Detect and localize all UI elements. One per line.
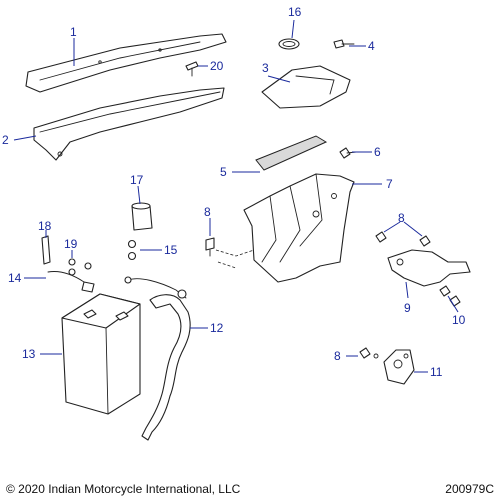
part-20-screw: [185, 61, 199, 77]
part-12-cable: [124, 276, 191, 441]
leader-lines: [13, 19, 459, 373]
callout-labels: 1 2 3 4 5 6 7 8 8 8 9 10 11 12 13 14 15 …: [2, 5, 466, 379]
callout-9: 9: [404, 301, 411, 315]
copyright-notice: © 2020 Indian Motorcycle International, …: [6, 482, 241, 496]
callout-17: 17: [130, 173, 144, 187]
callout-13: 13: [22, 347, 36, 361]
callout-12: 12: [210, 321, 224, 335]
part-18-bolt: [41, 235, 51, 265]
callout-6: 6: [374, 145, 381, 159]
callout-16: 16: [288, 5, 302, 19]
part-19-nuts: [68, 258, 92, 276]
part-7-tray: [243, 173, 355, 283]
callout-1: 1: [70, 25, 77, 39]
part-2-rail: [33, 87, 225, 161]
callout-8-bottom: 8: [334, 349, 341, 363]
part-9-bracket: [387, 249, 471, 287]
part-8-bolt-left: [205, 237, 255, 269]
callout-3: 3: [262, 61, 269, 75]
part-11-bracket: [383, 349, 415, 385]
part-5-pad: [255, 135, 328, 171]
part-4-bolt: [333, 39, 355, 49]
part-8-bolt-bottom: [359, 347, 379, 359]
callout-20: 20: [210, 59, 224, 73]
part-3-plate: [261, 65, 351, 109]
callout-8-right: 8: [398, 211, 405, 225]
part-14-cable: [47, 271, 95, 293]
part-15-nuts: [127, 239, 137, 261]
part-10-bolts: [439, 285, 461, 307]
part-16-clip: [278, 38, 300, 50]
callout-2: 2: [2, 133, 9, 147]
part-13-battery: [61, 293, 141, 415]
callout-10: 10: [452, 313, 466, 327]
callout-15: 15: [164, 243, 178, 257]
callout-14: 14: [8, 271, 22, 285]
callout-8-left: 8: [204, 205, 211, 219]
callout-11: 11: [430, 365, 443, 379]
figure-id: 200979C: [445, 482, 494, 496]
part-6-bolt: [339, 147, 357, 159]
callout-19: 19: [64, 237, 78, 251]
callout-5: 5: [220, 165, 227, 179]
callout-18: 18: [38, 219, 52, 233]
part-8-bolt-right: [375, 231, 431, 247]
callout-7: 7: [386, 177, 393, 191]
part-17-connector: [131, 202, 153, 231]
part-1-cover: [25, 33, 227, 93]
callout-4: 4: [368, 39, 375, 53]
